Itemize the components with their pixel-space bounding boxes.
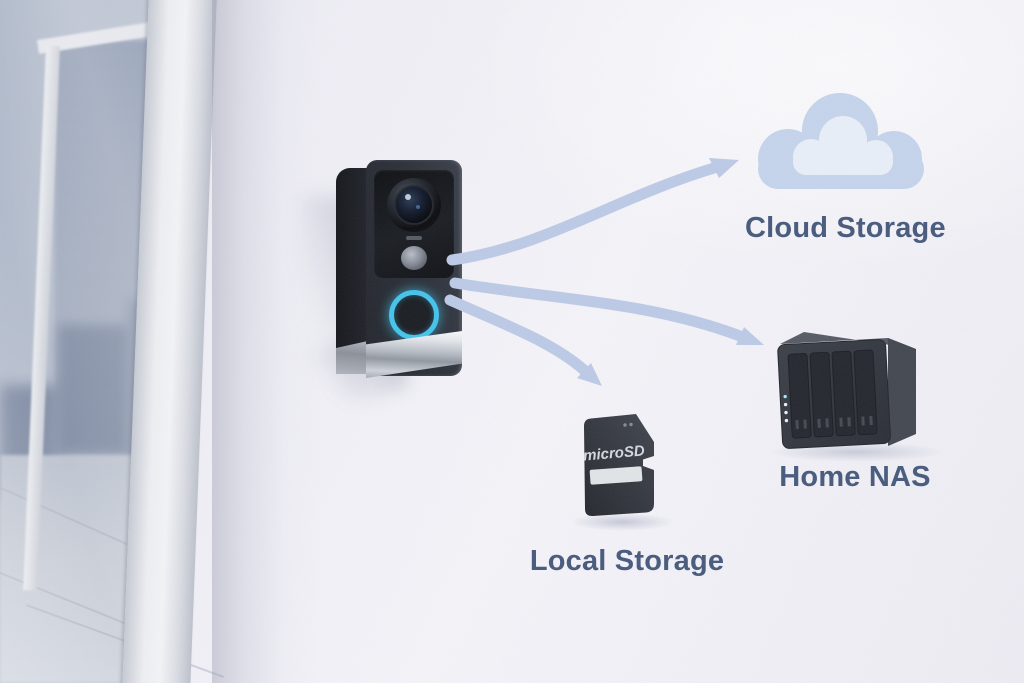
camera-lens-glass [394,185,434,225]
arrow-to-nas [449,277,746,342]
nas-side-face [888,338,916,446]
background-glass-door [0,0,238,683]
video-doorbell [330,156,470,388]
doorbell-front-face [366,160,462,378]
arrowhead-cloud [709,158,739,178]
nas-shadow [768,442,944,462]
nas-front-face [777,339,891,449]
arrowhead-sd [577,363,602,386]
motion-sensor-icon [401,246,427,270]
nas-drive-bay [831,350,856,437]
nas-drive-bay [787,353,812,439]
sd-label-sticker [589,466,643,485]
nas-top-face [780,332,916,349]
cloud-storage-label: Cloud Storage [745,212,946,244]
arrow-to-sd [444,294,590,376]
doorbell-camera-panel [374,170,454,278]
home-nas-label: Home NAS [779,461,931,493]
camera-lens-icon [387,178,441,232]
sd-logo-text: microSD [582,442,645,464]
cloud-icon [758,93,924,189]
arrowhead-nas [736,327,764,345]
lens-highlight [405,194,411,200]
nas-status-leds [783,394,789,423]
doorbell-logo-mark [406,236,422,240]
doorbell-ring-button [389,290,439,340]
sd-shadow [572,513,674,531]
nas-drive-bay [853,349,878,436]
local-storage-label: Local Storage [529,545,725,577]
sd-card-body [584,414,654,517]
microsd-card-icon: microSD [572,414,674,531]
lens-highlight [416,205,420,209]
arrow-to-cloud [446,162,720,266]
nas-drive-bay [809,351,834,438]
nas-device-icon [768,332,944,462]
